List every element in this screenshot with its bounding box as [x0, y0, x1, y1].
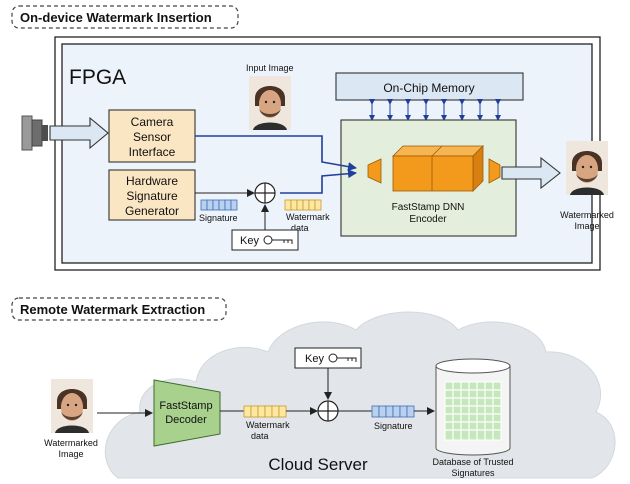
watermark-bits-top: [284, 199, 322, 211]
encoder-icon: [367, 145, 501, 192]
watermarked-image-bottom: [51, 379, 93, 433]
faststamp-decoder-block: FastStamp Decoder: [153, 379, 221, 447]
camera-sensor-interface-block: Camera Sensor Interface: [108, 109, 196, 163]
watermark-to-encoder-wire: [280, 169, 357, 194]
watermarked-image-label-bottom-1: Watermarked: [44, 438, 98, 448]
svg-text:Hardware: Hardware: [126, 174, 178, 188]
key-box-bottom: Key: [294, 347, 362, 369]
svg-text:Sensor: Sensor: [133, 130, 171, 144]
signature-label-top: Signature: [199, 213, 238, 223]
camera-icon: [21, 115, 48, 151]
input-image: [249, 76, 291, 130]
svg-text:Camera: Camera: [131, 115, 174, 129]
cloud-server-label: Cloud Server: [268, 455, 368, 474]
memory-bus-arrows: [369, 99, 501, 121]
key-icon: [263, 235, 293, 245]
watermark-label-bottom-1: Watermark: [246, 420, 290, 430]
database-label-1: Database of Trusted: [432, 457, 513, 467]
watermarked-image-top: [566, 141, 608, 195]
input-image-label: Input Image: [246, 63, 294, 73]
camera-to-encoder-wire: [195, 135, 357, 172]
encoder-label-line1: FastStamp DNN: [392, 202, 465, 213]
signature-label-bottom: Signature: [374, 421, 413, 431]
top-section-title: On-device Watermark Insertion: [11, 5, 239, 29]
svg-text:Key: Key: [305, 353, 324, 365]
svg-text:Remote Watermark Extraction: Remote Watermark Extraction: [20, 302, 205, 317]
svg-text:On-device Watermark Insertion: On-device Watermark Insertion: [20, 10, 212, 25]
watermark-label-top-2: data: [291, 223, 309, 233]
svg-text:Key: Key: [240, 235, 259, 247]
xor-operator-top: [254, 182, 276, 204]
on-chip-memory-block: On-Chip Memory: [335, 72, 524, 101]
encoder-label-line2: Encoder: [409, 214, 447, 225]
output-arrow: [501, 156, 561, 190]
key-icon: [328, 353, 357, 363]
watermark-label-top-1: Watermark: [286, 212, 330, 222]
watermarked-image-label-top-1: Watermarked: [560, 210, 614, 220]
camera-arrow: [49, 116, 109, 150]
key-box-top: Key: [231, 229, 299, 251]
svg-text:Generator: Generator: [125, 204, 179, 218]
signature-bits-top: [200, 199, 238, 211]
hardware-signature-generator-block: Hardware Signature Generator: [108, 169, 196, 221]
svg-text:Interface: Interface: [129, 145, 176, 159]
svg-text:On-Chip Memory: On-Chip Memory: [383, 81, 474, 95]
watermarked-image-label-bottom-2: Image: [58, 449, 83, 459]
watermarked-image-label-top-2: Image: [574, 221, 599, 231]
fpga-label: FPGA: [69, 66, 126, 89]
watermark-label-bottom-2: data: [251, 431, 269, 441]
svg-text:Decoder: Decoder: [165, 414, 207, 426]
xor-operator-bottom: [317, 400, 339, 422]
svg-text:FastStamp: FastStamp: [159, 400, 212, 412]
database-icon: [435, 358, 511, 456]
svg-text:Signature: Signature: [126, 189, 178, 203]
watermark-bits-bottom: [243, 405, 287, 418]
signature-bits-bottom: [371, 405, 415, 418]
bottom-section-title: Remote Watermark Extraction: [11, 297, 227, 321]
database-label-2: Signatures: [451, 468, 495, 478]
